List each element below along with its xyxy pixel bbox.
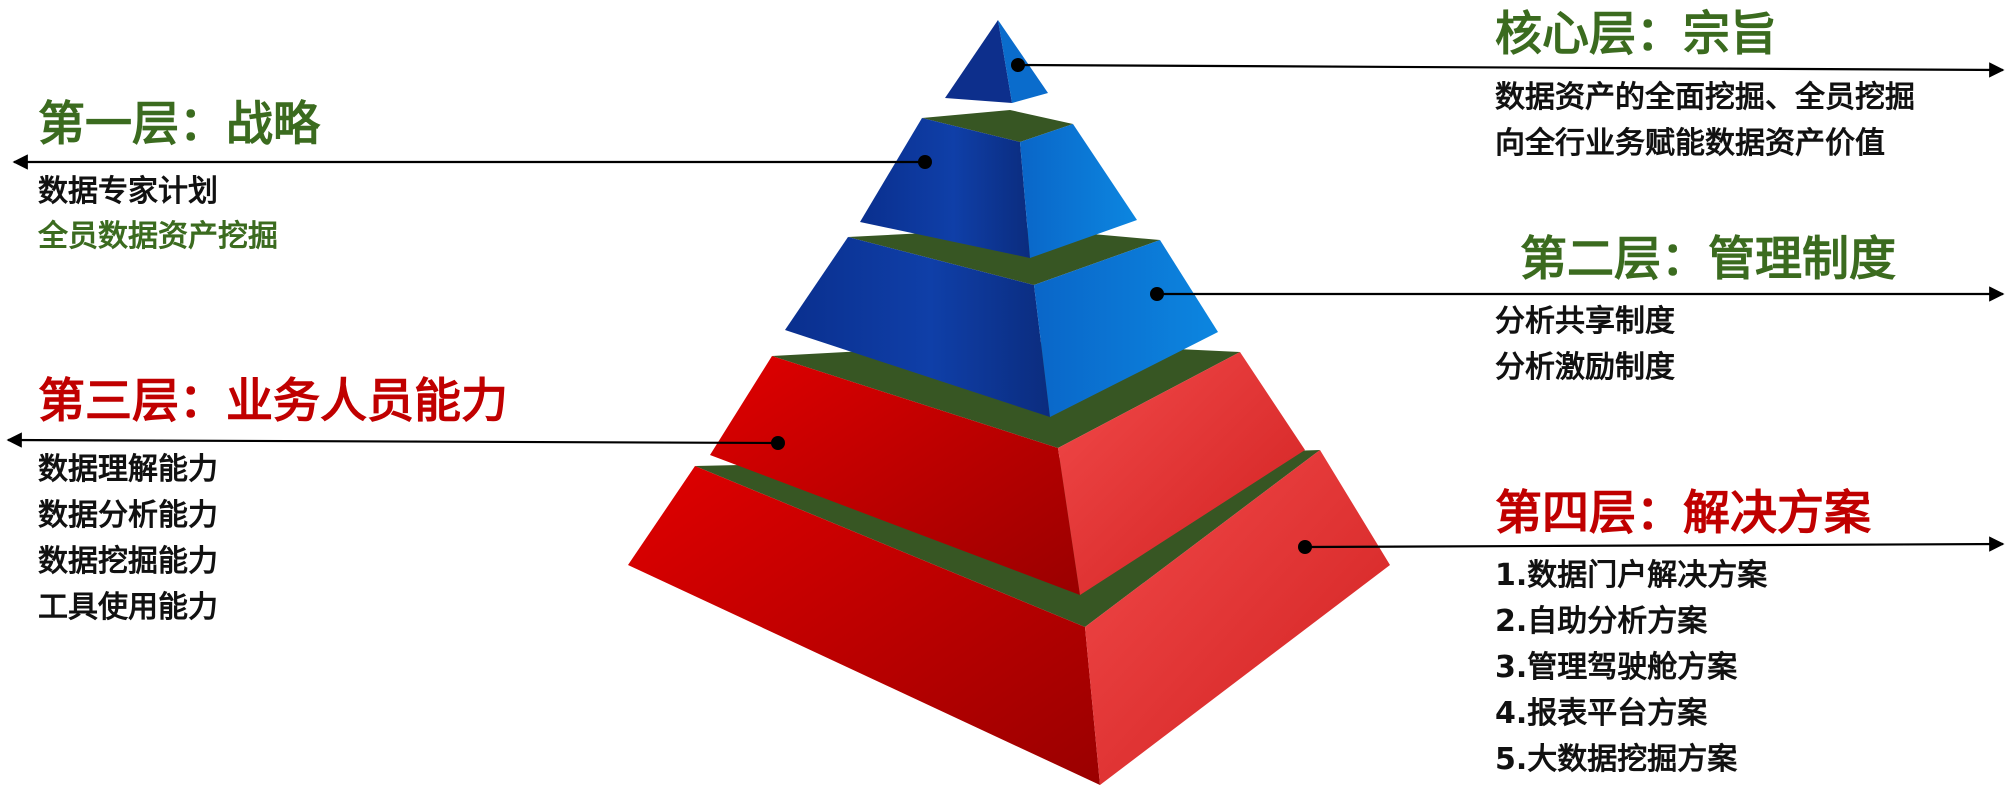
tier-2-left-face bbox=[785, 237, 1050, 417]
pyramid-tier-2 bbox=[785, 228, 1218, 417]
layer1-title: 第一层：战略 bbox=[38, 97, 320, 152]
layer4-line-1: 1.数据门户解决方案 bbox=[1495, 558, 1768, 593]
layer3-line-2: 数据分析能力 bbox=[38, 498, 218, 533]
layer2-connector-dot bbox=[1150, 287, 1164, 301]
tier-3-left-face bbox=[710, 356, 1080, 595]
tier-2-right-face bbox=[1034, 240, 1218, 417]
tier-1-right-face bbox=[1020, 124, 1137, 258]
layer2-line-1: 分析共享制度 bbox=[1495, 304, 1675, 339]
apex-left-face bbox=[945, 20, 1012, 103]
pyramid-tier-1 bbox=[860, 110, 1137, 258]
core-connector bbox=[1017, 62, 2005, 78]
tier-4-right-face bbox=[1085, 450, 1390, 785]
core-connector-dot bbox=[1011, 58, 1025, 72]
layer4-line-3: 3.管理驾驶舱方案 bbox=[1495, 650, 1738, 685]
tier-4-left-face bbox=[628, 466, 1100, 785]
layer3-connector-dot bbox=[771, 436, 785, 450]
layer3-line-1: 数据理解能力 bbox=[38, 452, 218, 487]
layer1-connector-dot bbox=[918, 155, 932, 169]
connectors bbox=[6, 58, 2005, 554]
tier-1-left-face bbox=[860, 118, 1030, 258]
layer2-title: 第二层：管理制度 bbox=[1520, 232, 1896, 287]
layer4-line-5: 5.大数据挖掘方案 bbox=[1495, 742, 1738, 777]
layer3-title: 第三层：业务人员能力 bbox=[38, 374, 508, 429]
layer4-title: 第四层：解决方案 bbox=[1495, 486, 1871, 541]
layer4-line-4: 4.报表平台方案 bbox=[1495, 696, 1708, 731]
layer4-connector bbox=[1304, 536, 2005, 552]
tier-1-band bbox=[922, 110, 1073, 142]
layer1-line-1: 数据专家计划 bbox=[38, 174, 218, 209]
core-line-2: 向全行业务赋能数据资产价值 bbox=[1495, 126, 1885, 161]
layer2-line-2: 分析激励制度 bbox=[1495, 350, 1675, 385]
core-line-1: 数据资产的全面挖掘、全员挖掘 bbox=[1495, 80, 1915, 115]
layer1-line-2: 全员数据资产挖掘 bbox=[38, 219, 278, 254]
layer3-connector bbox=[6, 432, 779, 448]
tier-3-right-face bbox=[1058, 352, 1305, 595]
layer4-line-2: 2.自助分析方案 bbox=[1495, 604, 1708, 639]
layer3-line-3: 数据挖掘能力 bbox=[38, 544, 218, 579]
core-title: 核心层：宗旨 bbox=[1495, 7, 1777, 62]
layer4-connector-dot bbox=[1298, 540, 1312, 554]
layer3-line-4: 工具使用能力 bbox=[38, 590, 218, 625]
tier-2-band bbox=[848, 228, 1160, 285]
pyramid-apex bbox=[945, 20, 1048, 103]
